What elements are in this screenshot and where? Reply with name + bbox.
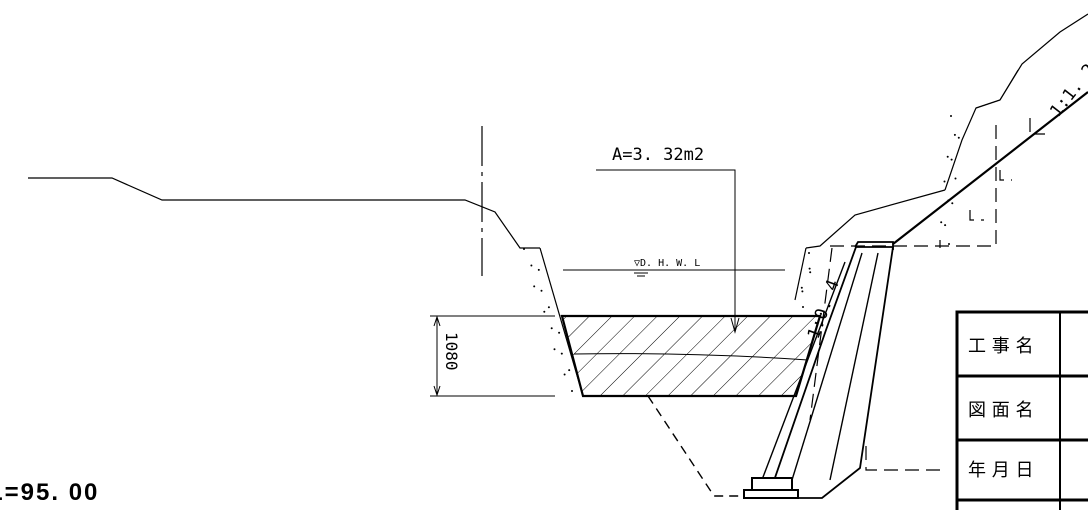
- hatch-dot: [943, 180, 946, 183]
- hatch-dot: [950, 158, 953, 161]
- hatch-dot: [946, 155, 949, 158]
- hatch-dot: [537, 268, 540, 271]
- hatch-dot: [801, 290, 804, 293]
- hatch-dot: [533, 285, 536, 288]
- hatch-dot: [540, 289, 543, 292]
- hatch-dot: [809, 271, 812, 274]
- elevation-label: L=95. 00: [0, 479, 99, 506]
- wall-footing-base: [743, 489, 799, 499]
- depth-dimension: 1080: [442, 332, 461, 371]
- area-label: A=3. 32m2: [612, 145, 704, 165]
- channel-section: [560, 314, 822, 398]
- area-arrow: [730, 317, 740, 334]
- hatch-dot: [568, 369, 571, 372]
- channel-inner-curve: [573, 353, 809, 361]
- hatch-dot: [558, 331, 561, 334]
- wall-inner-line-3: [759, 261, 846, 486]
- hatch-dot: [571, 390, 573, 392]
- title-row-drawing: 図 面 名: [968, 400, 1033, 421]
- hatch-dot: [948, 243, 950, 245]
- dim-arrow-bottom: [433, 385, 441, 397]
- upper-slope-label: 1:1. 2: [1046, 60, 1088, 121]
- right-bank-dots: [800, 252, 812, 308]
- excavation-dashed-right: [809, 247, 833, 421]
- upper-slope-dots: [940, 115, 960, 245]
- hatch-dot: [940, 221, 943, 224]
- hatch-dot: [523, 248, 525, 250]
- title-row-date: 年 月 日: [968, 460, 1033, 481]
- area-leader: [596, 169, 736, 332]
- hatch-dot: [957, 136, 960, 139]
- left-bank-dots: [523, 248, 573, 392]
- wall-inner-line-2: [791, 252, 863, 481]
- upper-bank-left: [975, 69, 1019, 109]
- hatch-dot: [808, 267, 811, 270]
- hatch-dot: [802, 306, 804, 308]
- hatch-dot: [553, 348, 556, 351]
- hatch-dot: [547, 306, 550, 309]
- dim-arrow-top: [433, 315, 441, 327]
- ground-line-right: [805, 189, 946, 249]
- hatch-dot: [944, 224, 947, 227]
- upper-slope-line: [892, 91, 1088, 245]
- hatch-dot: [550, 327, 553, 330]
- hatch-dot: [800, 286, 803, 289]
- excavation-dashed-left: [647, 395, 750, 497]
- title-row-project: 工 事 名: [968, 336, 1033, 357]
- title-block: 工 事 名 図 面 名 年 月 日: [955, 310, 1088, 510]
- hatch-dot: [951, 202, 954, 205]
- excavation-step-3: [969, 210, 984, 221]
- hatch-dot: [808, 252, 810, 254]
- wall-inner-line-1: [829, 252, 879, 481]
- hatch-dot: [954, 177, 957, 180]
- ground-line-left: [28, 177, 540, 249]
- excavation-dashed-bottom: [865, 446, 946, 471]
- hatch-dot: [530, 264, 533, 267]
- hatch-dot: [560, 352, 563, 355]
- hatch-dot: [563, 373, 566, 376]
- excavation-dashed-box: [830, 120, 997, 247]
- water-level-label: ▽D. H. W. L: [634, 258, 700, 269]
- excavation-step-2: [999, 170, 1012, 181]
- right-bank-line: [794, 247, 807, 301]
- hatch-dot: [543, 310, 546, 313]
- hatch-dot: [953, 133, 956, 136]
- excavation-step-1: [1029, 118, 1045, 135]
- hatch-dot: [950, 115, 952, 117]
- hatch-dot: [947, 199, 950, 202]
